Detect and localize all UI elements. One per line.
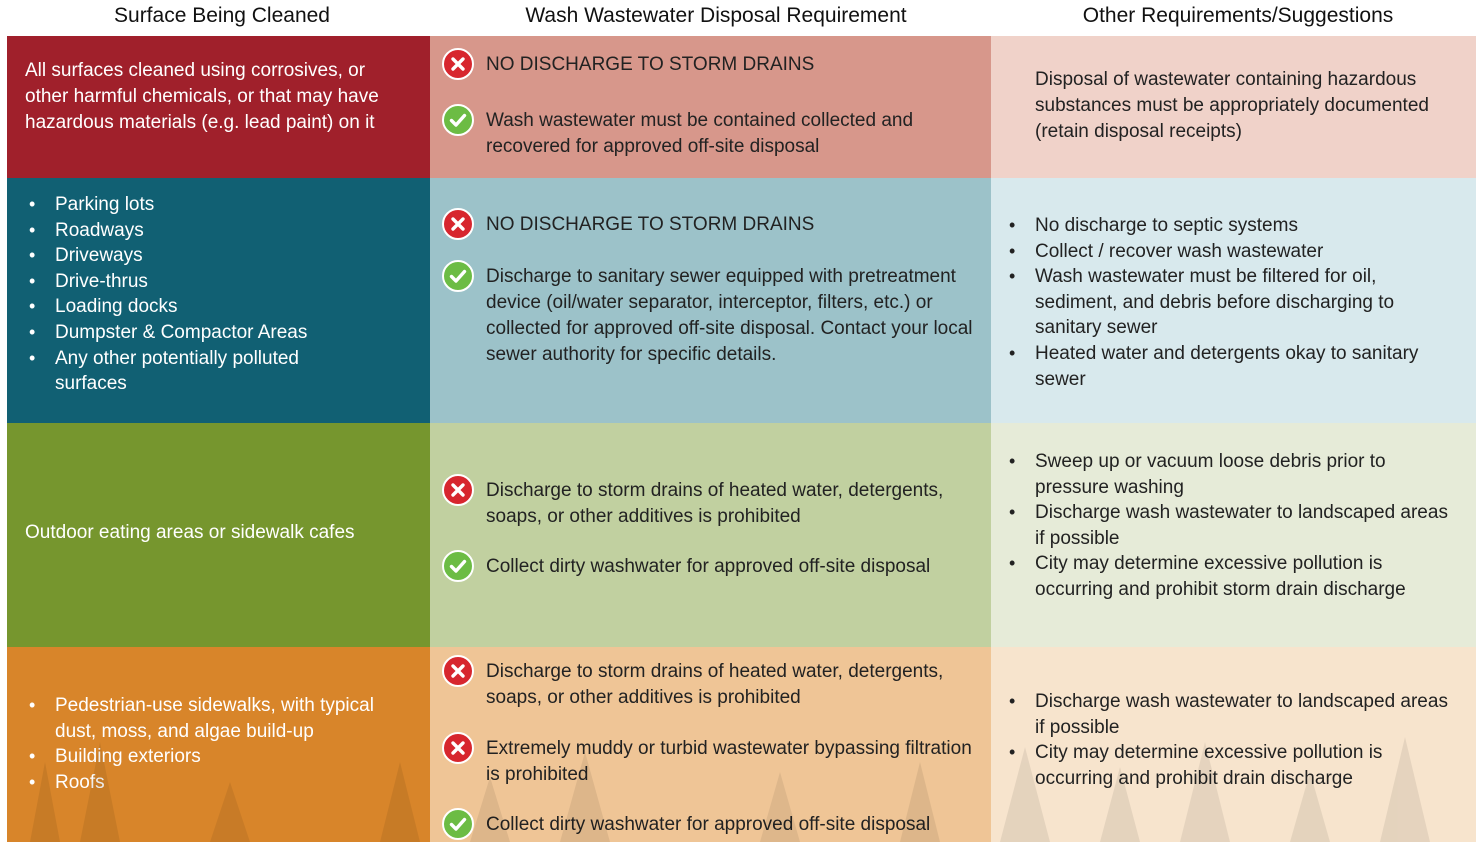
list-item: Parking lots xyxy=(25,192,360,218)
x-circle-icon xyxy=(442,474,474,506)
other-cell: No discharge to septic systems Collect /… xyxy=(991,178,1476,423)
surface-text: Outdoor eating areas or sidewalk cafes xyxy=(25,522,355,543)
x-circle-icon xyxy=(442,208,474,240)
table-row: All surfaces cleaned using corrosives, o… xyxy=(7,36,1476,178)
list-item: City may determine excessive pollution i… xyxy=(1005,740,1456,791)
list-item: Driveways xyxy=(25,243,360,269)
requirement-text: Discharge to sanitary sewer equipped wit… xyxy=(486,266,973,365)
list-item: No discharge to septic systems xyxy=(1005,213,1456,239)
list-item: Drive-thrus xyxy=(25,269,360,295)
surface-text: All surfaces cleaned using corrosives, o… xyxy=(25,60,379,133)
list-item: Sweep up or vacuum loose debris prior to… xyxy=(1005,449,1456,500)
header-other: Other Requirements/Suggestions xyxy=(1082,4,1394,27)
requirement-item: NO DISCHARGE TO STORM DRAINS xyxy=(442,48,973,80)
x-circle-icon xyxy=(442,48,474,80)
requirement-text: Wash wastewater must be contained collec… xyxy=(486,110,914,157)
x-circle-icon xyxy=(442,732,474,764)
list-item: Dumpster & Compactor Areas xyxy=(25,320,360,346)
requirement-text: Discharge to storm drains of heated wate… xyxy=(486,480,944,527)
header-surface: Surface Being Cleaned xyxy=(114,4,330,27)
list-item: Any other potentially polluted surfaces xyxy=(25,346,360,397)
x-circle-icon xyxy=(442,655,474,687)
other-cell: Discharge wash wastewater to landscaped … xyxy=(991,647,1476,842)
disposal-cell: Discharge to storm drains of heated wate… xyxy=(430,647,991,842)
table-row: Parking lots Roadways Driveways Drive-th… xyxy=(7,178,1476,423)
list-item: Collect / recover wash wastewater xyxy=(1005,239,1456,265)
list-item: Discharge wash wastewater to landscaped … xyxy=(1005,500,1456,551)
list-item: Heated water and detergents okay to sani… xyxy=(1005,341,1456,392)
disposal-cell: NO DISCHARGE TO STORM DRAINS Discharge t… xyxy=(430,178,991,423)
list-item: Roofs xyxy=(25,770,410,796)
requirement-item: Collect dirty washwater for approved off… xyxy=(442,550,973,582)
list-item: Loading docks xyxy=(25,294,360,320)
check-circle-icon xyxy=(442,550,474,582)
other-list: Sweep up or vacuum loose debris prior to… xyxy=(1005,449,1456,603)
surface-cell: Pedestrian-use sidewalks, with typical d… xyxy=(7,647,430,842)
surface-list: Parking lots Roadways Driveways Drive-th… xyxy=(25,192,360,397)
list-item: Discharge wash wastewater to landscaped … xyxy=(1005,689,1456,740)
other-cell: Disposal of wastewater containing hazard… xyxy=(991,36,1476,178)
surface-cell: All surfaces cleaned using corrosives, o… xyxy=(7,36,430,178)
header-disposal: Wash Wastewater Disposal Requirement xyxy=(525,4,907,27)
requirement-item: Wash wastewater must be contained collec… xyxy=(442,104,973,160)
requirement-text: Extremely muddy or turbid wastewater byp… xyxy=(486,738,972,785)
surface-list: Pedestrian-use sidewalks, with typical d… xyxy=(25,693,410,795)
requirement-item: Collect dirty washwater for approved off… xyxy=(442,808,973,840)
requirement-item: NO DISCHARGE TO STORM DRAINS xyxy=(442,208,973,240)
list-item: City may determine excessive pollution i… xyxy=(1005,551,1456,602)
requirement-item: Extremely muddy or turbid wastewater byp… xyxy=(442,732,973,788)
check-circle-icon xyxy=(442,104,474,136)
surface-cell: Outdoor eating areas or sidewalk cafes xyxy=(7,423,430,647)
list-item: Wash wastewater must be filtered for oil… xyxy=(1005,264,1456,341)
requirement-text: Collect dirty washwater for approved off… xyxy=(486,814,931,835)
check-circle-icon xyxy=(442,260,474,292)
disposal-cell: Discharge to storm drains of heated wate… xyxy=(430,423,991,647)
list-item: Building exteriors xyxy=(25,744,410,770)
requirement-item: Discharge to storm drains of heated wate… xyxy=(442,655,973,711)
table-header: Surface Being Cleaned Wash Wastewater Di… xyxy=(0,0,1476,36)
other-cell: Sweep up or vacuum loose debris prior to… xyxy=(991,423,1476,647)
list-item: Roadways xyxy=(25,218,360,244)
requirement-text: Collect dirty washwater for approved off… xyxy=(486,556,931,577)
requirement-text: NO DISCHARGE TO STORM DRAINS xyxy=(486,54,815,75)
other-list: No discharge to septic systems Collect /… xyxy=(1005,213,1456,392)
requirement-text: NO DISCHARGE TO STORM DRAINS xyxy=(486,214,815,235)
other-text: Disposal of wastewater containing hazard… xyxy=(1035,69,1429,142)
check-circle-icon xyxy=(442,808,474,840)
requirement-item: Discharge to storm drains of heated wate… xyxy=(442,474,973,530)
requirement-text: Discharge to storm drains of heated wate… xyxy=(486,661,944,708)
other-list: Discharge wash wastewater to landscaped … xyxy=(1005,689,1456,791)
disposal-cell: NO DISCHARGE TO STORM DRAINS Wash wastew… xyxy=(430,36,991,178)
table-row: Pedestrian-use sidewalks, with typical d… xyxy=(7,647,1476,842)
requirement-item: Discharge to sanitary sewer equipped wit… xyxy=(442,260,973,368)
table-row: Outdoor eating areas or sidewalk cafes D… xyxy=(7,423,1476,647)
list-item: Pedestrian-use sidewalks, with typical d… xyxy=(25,693,410,744)
surface-cell: Parking lots Roadways Driveways Drive-th… xyxy=(7,178,430,423)
